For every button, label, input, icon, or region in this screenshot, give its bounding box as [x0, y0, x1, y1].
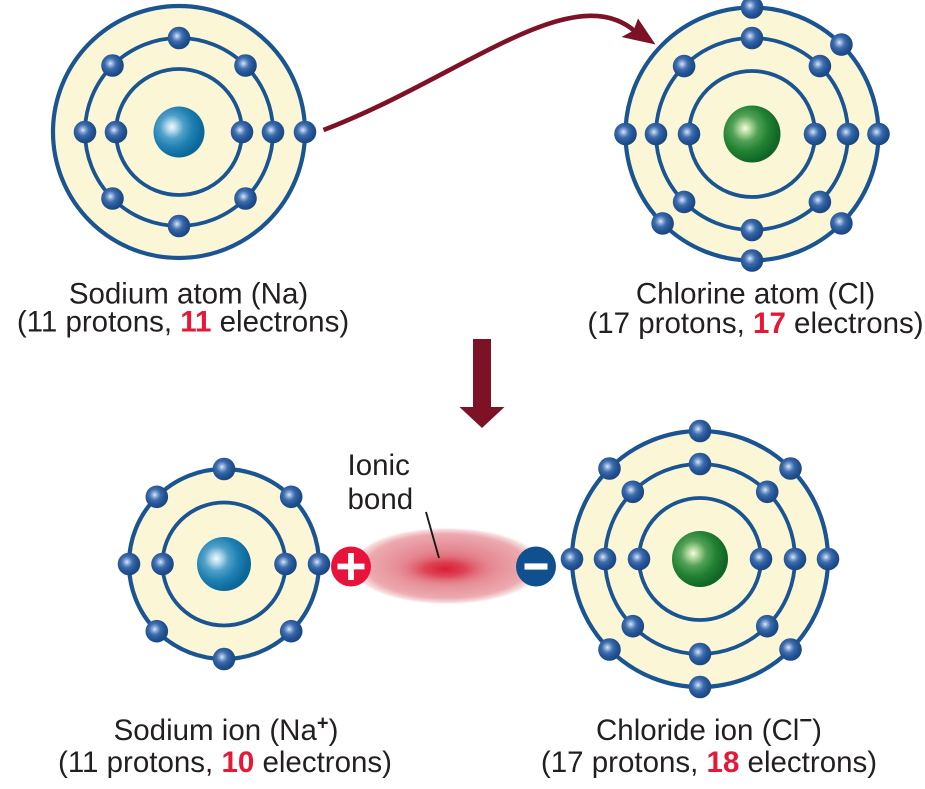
svg-text:(17 protons, 17 electrons): (17 protons, 17 electrons): [587, 307, 923, 340]
svg-text:Ionic: Ionic: [348, 449, 410, 482]
svg-text:Sodium ion (Na+): Sodium ion (Na+): [114, 713, 339, 748]
svg-text:Sodium atom (Na): Sodium atom (Na): [69, 278, 308, 311]
svg-text:bond: bond: [348, 483, 414, 516]
svg-text:Chloride ion (Cl−): Chloride ion (Cl−): [596, 708, 822, 748]
svg-text:(17 protons, 18 electrons): (17 protons, 18 electrons): [541, 746, 877, 779]
svg-text:(11 protons, 11 electrons): (11 protons, 11 electrons): [17, 306, 349, 339]
svg-text:(11 protons, 10 electrons): (11 protons, 10 electrons): [58, 746, 392, 779]
svg-text:Chlorine atom (Cl): Chlorine atom (Cl): [636, 278, 875, 311]
